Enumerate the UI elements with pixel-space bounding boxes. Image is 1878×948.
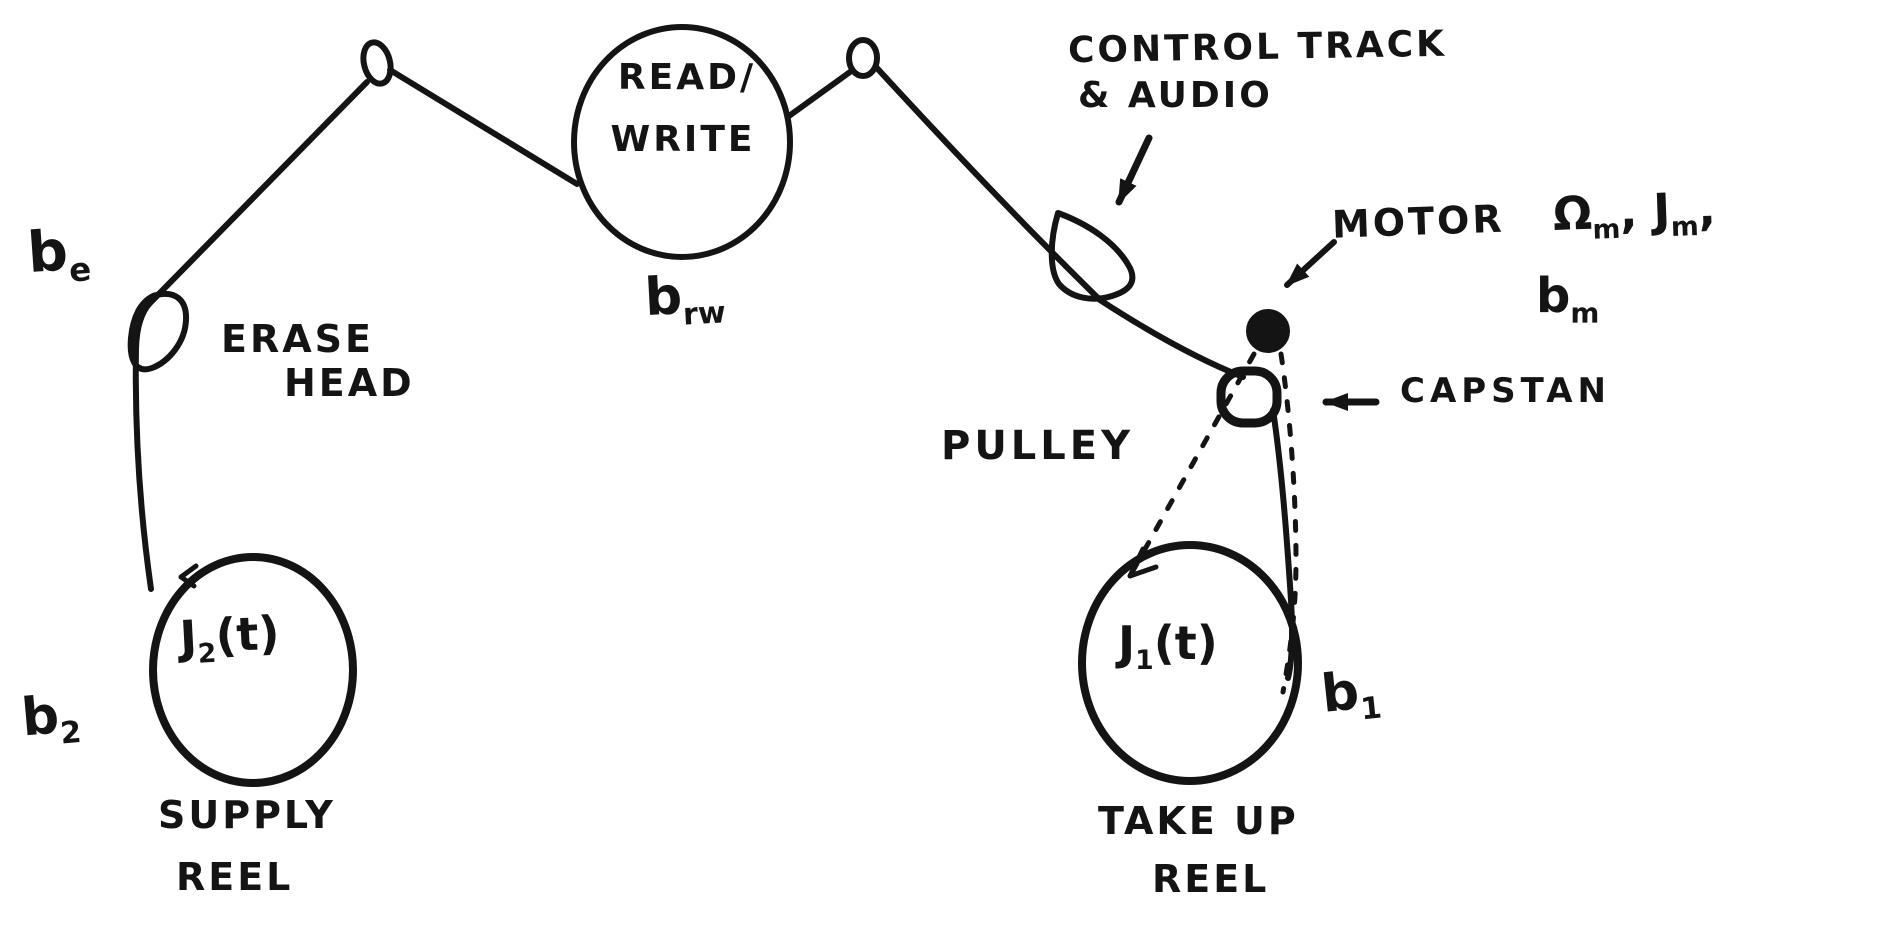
erase-head-damping-label: be — [25, 218, 93, 290]
take-up-reel-damping-label: b1 — [1318, 661, 1384, 728]
guide-roller-1-icon — [360, 39, 394, 87]
tape-supply-to-erase-head — [132, 79, 370, 592]
capstan-caption: CAPSTAN — [1400, 371, 1611, 411]
take-up-reel-inertia-label: J1(t) — [1118, 616, 1218, 677]
supply-reel-circle — [149, 553, 357, 787]
read-write-caption-line2: WRITE — [610, 119, 756, 160]
control-track-caption-line2: & AUDIO — [1078, 75, 1273, 116]
tape-roller2-to-capstan — [873, 64, 1246, 380]
erase-head-caption-line2: HEAD — [284, 361, 415, 405]
control-track-arrow — [1115, 134, 1153, 206]
control-track-caption-line1: CONTROL TRACK — [1067, 23, 1448, 72]
belt-dashed-diagonal — [1127, 351, 1257, 579]
supply-reel-tick — [178, 563, 199, 589]
tape-readwrite-to-roller2 — [786, 69, 853, 119]
take-up-reel-caption-line2: REEL — [1152, 857, 1270, 901]
read-write-head-circle — [571, 24, 793, 260]
capstan-pulley-circle — [1216, 366, 1282, 428]
pulley-caption: PULLEY — [941, 423, 1135, 469]
motor-damping-label: bm — [1536, 268, 1600, 330]
tape-roller1-to-readwrite — [387, 67, 580, 187]
erase-head-caption-line1: ERASE — [221, 317, 374, 361]
guide-roller-2-icon — [846, 37, 880, 79]
belt-dashed-vertical — [1278, 351, 1299, 695]
motor-arrow — [1284, 239, 1337, 288]
take-up-reel-circle — [1078, 541, 1302, 785]
motor-shaft-dot — [1246, 309, 1290, 353]
supply-reel-damping-label: b2 — [19, 685, 83, 752]
belt-arrowhead — [1127, 546, 1159, 579]
tape-capstan-to-takeup — [1270, 407, 1295, 681]
read-write-damping-label: brw — [643, 266, 727, 333]
erase-head-shape — [127, 290, 190, 373]
take-up-reel-caption-line1: TAKE UP — [1098, 799, 1299, 843]
supply-reel-caption-line2: REEL — [176, 855, 294, 899]
control-track-head-shape — [1048, 210, 1136, 302]
read-write-caption-line1: READ/ — [617, 57, 757, 98]
supply-reel-inertia-label: J2(t) — [178, 605, 281, 670]
supply-reel-caption-line1: SUPPLY — [158, 793, 336, 837]
